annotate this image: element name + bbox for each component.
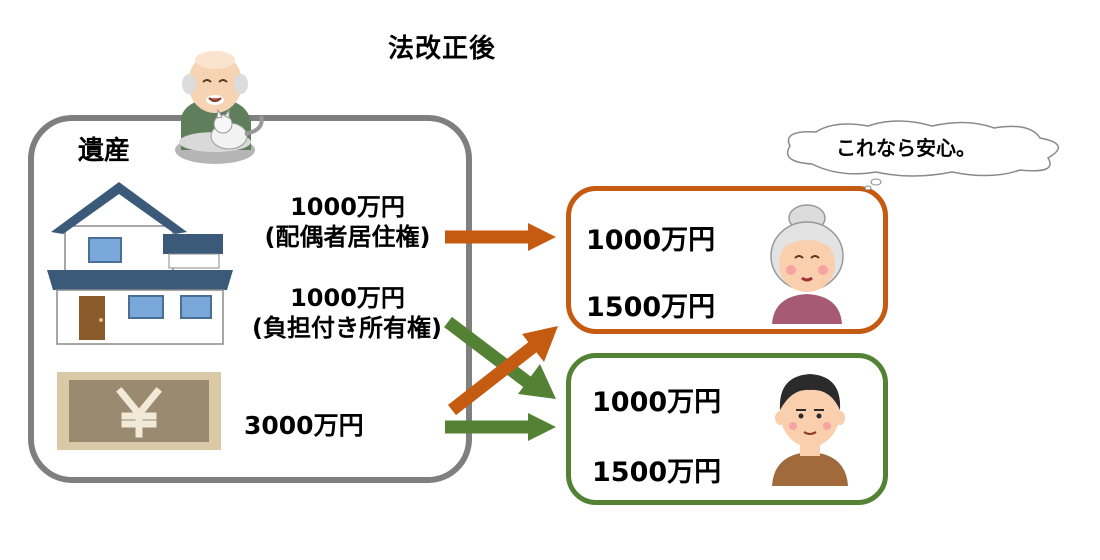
grandfather-with-cat-icon — [175, 51, 264, 164]
arrow-cash-to-spouse — [448, 326, 558, 416]
child-value-1: 1000万円 — [592, 387, 722, 418]
house-icon — [47, 182, 233, 345]
spouse-value-1: 1000万円 — [586, 225, 716, 256]
spouse-box — [566, 186, 888, 334]
yen-bill-icon — [57, 372, 221, 450]
ownership-amount: 1000万円 — [290, 284, 405, 312]
ownership-type: (負担付き所有権) — [252, 314, 442, 342]
estate-label: 遺産 — [78, 136, 131, 166]
cash-amount: 3000万円 — [244, 411, 364, 440]
arrow-residence-to-spouse — [445, 223, 556, 251]
page-title: 法改正後 — [388, 34, 497, 64]
arrow-cash-to-child — [445, 413, 556, 441]
arrow-ownership-to-child — [444, 316, 556, 399]
child-value-2: 1500万円 — [592, 457, 722, 488]
son-icon — [772, 374, 848, 486]
residence-amount: 1000万円 — [290, 193, 405, 221]
residence-type: (配偶者居住権) — [264, 223, 431, 251]
spouse-value-2: 1500万円 — [586, 292, 716, 323]
estate-box — [28, 115, 472, 483]
thought-cloud — [786, 120, 1059, 190]
grandmother-icon — [770, 204, 844, 324]
spouse-speech-text: これなら安心。 — [836, 136, 976, 160]
child-box — [566, 353, 888, 505]
